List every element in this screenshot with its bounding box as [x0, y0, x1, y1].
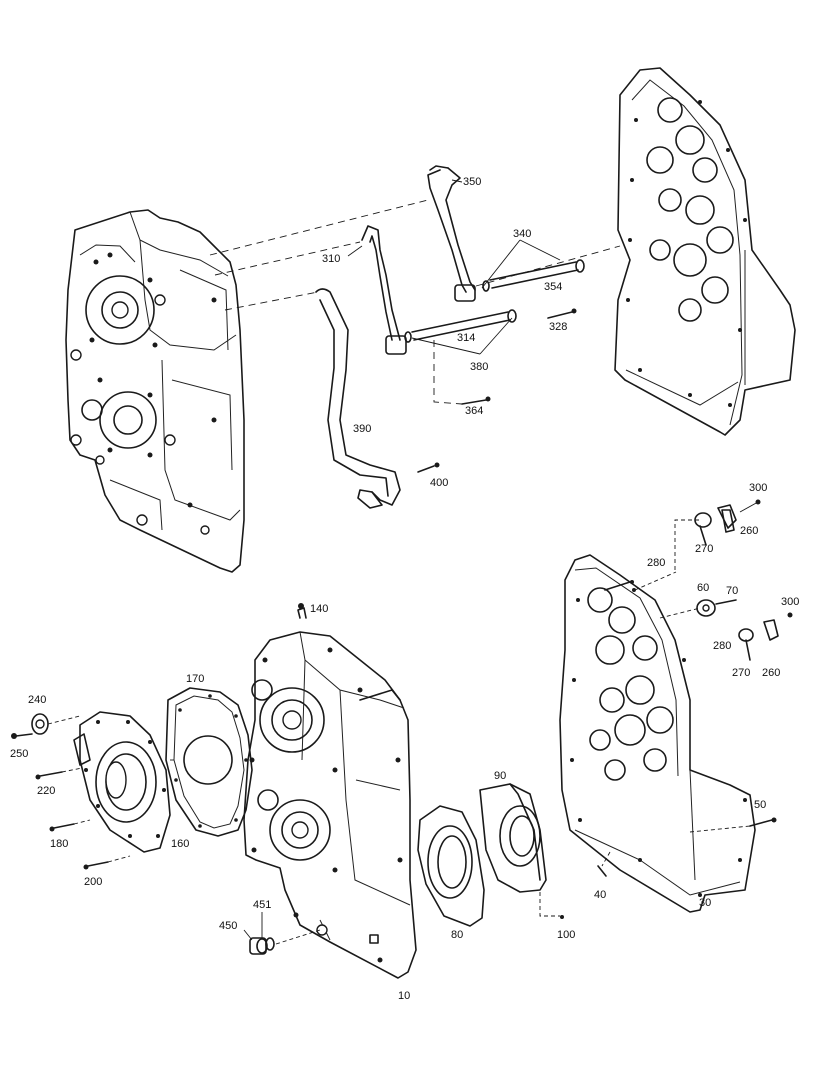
- callout-390: 390: [353, 423, 371, 435]
- plug-450: [249, 929, 321, 955]
- callout-30: 30: [699, 897, 711, 909]
- callout-10: 10: [398, 990, 410, 1002]
- callout-40: 40: [594, 889, 606, 901]
- cover-plate-80: [417, 805, 485, 927]
- callout-200: 200: [84, 876, 102, 888]
- gasket-170: [165, 687, 253, 837]
- callout-364: 364: [465, 405, 483, 417]
- callout-250: 250: [10, 748, 28, 760]
- callout-240: 240: [28, 694, 46, 706]
- callout-labels: 350 340 310 354 328 314 380 364 390 400 …: [10, 176, 799, 1002]
- callout-380: 380: [470, 361, 488, 373]
- callout-280b: 280: [713, 640, 731, 652]
- callout-260a: 260: [740, 525, 758, 537]
- callout-160: 160: [171, 838, 189, 850]
- callout-170: 170: [186, 673, 204, 685]
- callout-60: 60: [697, 582, 709, 594]
- callout-350: 350: [463, 176, 481, 188]
- callout-100: 100: [557, 929, 575, 941]
- callout-270b: 270: [732, 667, 750, 679]
- callout-90: 90: [494, 770, 506, 782]
- cover-plate-90: [479, 783, 564, 919]
- callout-270a: 270: [695, 543, 713, 555]
- callout-310: 310: [322, 253, 340, 265]
- assembly-dashed-lines-upper: [209, 199, 621, 405]
- upper-cover: [614, 67, 796, 436]
- left-small-parts: [11, 713, 176, 870]
- callout-70: 70: [726, 585, 738, 597]
- callout-220: 220: [37, 785, 55, 797]
- callout-80: 80: [451, 929, 463, 941]
- callout-280a: 280: [647, 557, 665, 569]
- callout-314: 314: [457, 332, 475, 344]
- callout-260b: 260: [762, 667, 780, 679]
- flange-160: [73, 711, 171, 853]
- callout-340: 340: [513, 228, 531, 240]
- cover-30: [559, 554, 777, 913]
- callout-354: 354: [544, 281, 562, 293]
- upper-housing-assembly: [65, 209, 245, 573]
- callout-300a: 300: [749, 482, 767, 494]
- callout-450: 450: [219, 920, 237, 932]
- callout-451: 451: [253, 899, 271, 911]
- callout-400: 400: [430, 477, 448, 489]
- small-plates-upper: [604, 499, 761, 591]
- callout-50: 50: [754, 799, 766, 811]
- callout-180: 180: [50, 838, 68, 850]
- oil-pipes: [315, 165, 585, 509]
- small-plates-lower: [659, 599, 793, 661]
- callout-140: 140: [310, 603, 328, 615]
- callout-300b: 300: [781, 596, 799, 608]
- main-housing-10: [243, 603, 417, 979]
- callout-328: 328: [549, 321, 567, 333]
